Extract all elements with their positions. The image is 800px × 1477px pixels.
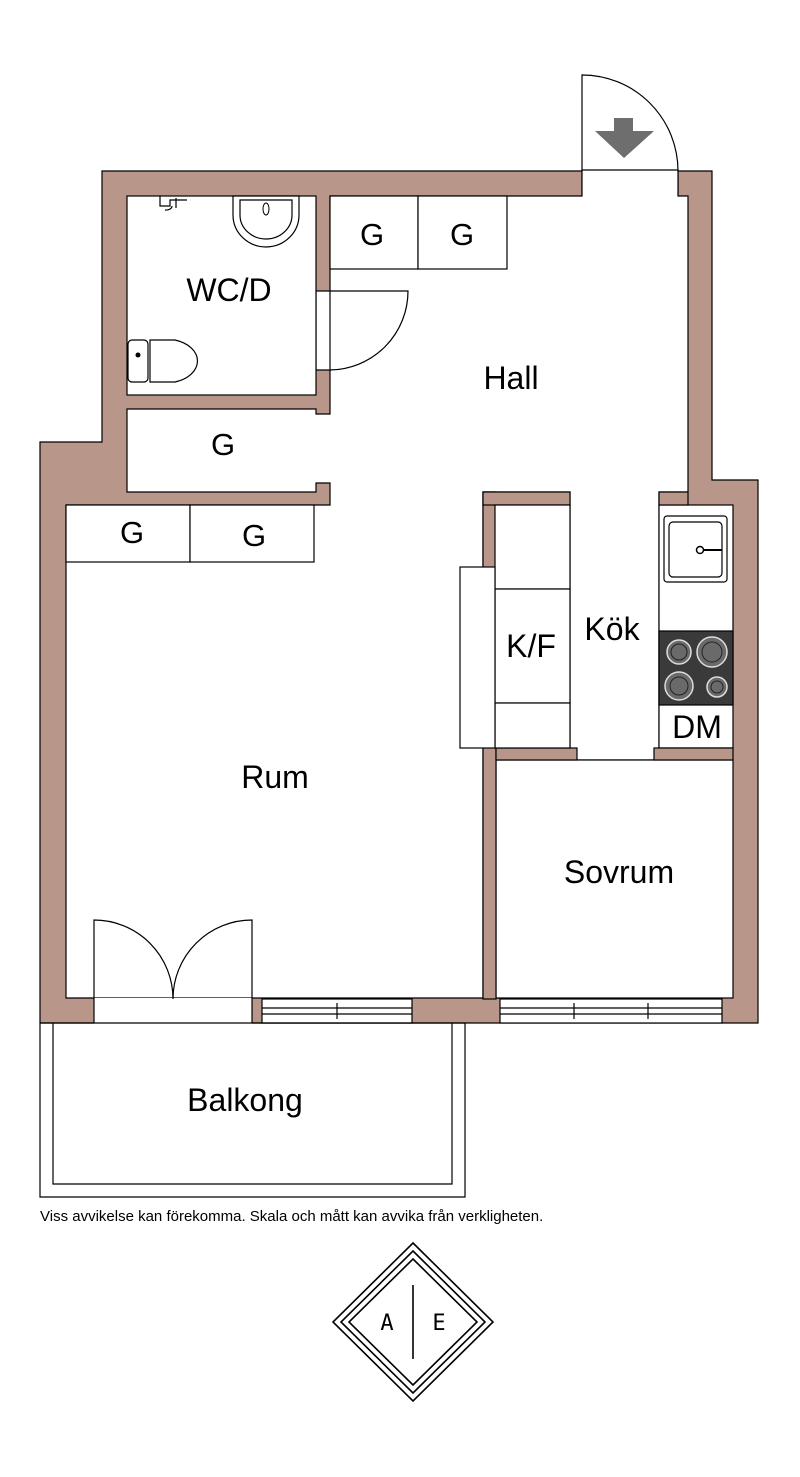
room-label-kok: Kök bbox=[584, 611, 640, 647]
shower-icon bbox=[159, 196, 187, 211]
partition-wall-top bbox=[482, 491, 571, 506]
wc-door bbox=[329, 290, 409, 371]
closet bbox=[65, 504, 191, 563]
sovrum-top-wall-left bbox=[495, 747, 578, 761]
sovrum-top-wall-right bbox=[653, 747, 734, 761]
room-label-kf: K/F bbox=[506, 628, 556, 664]
kitchen-cabinet bbox=[494, 504, 571, 590]
fridge-freezer bbox=[494, 588, 571, 704]
closet bbox=[189, 504, 315, 563]
balcony bbox=[39, 1023, 466, 1198]
storage-label: G bbox=[211, 427, 235, 462]
logo: A E bbox=[331, 1241, 495, 1403]
storage-label: G bbox=[242, 518, 266, 553]
kitchen-cabinet bbox=[494, 702, 571, 749]
entrance-arrow-icon bbox=[595, 118, 654, 158]
toilet-icon bbox=[149, 339, 199, 383]
room-label-balkong: Balkong bbox=[187, 1082, 303, 1118]
logo-letter-right: E bbox=[432, 1311, 445, 1336]
room-label-rum: Rum bbox=[241, 759, 309, 795]
room-label-dm: DM bbox=[672, 709, 722, 745]
pantry-shelf bbox=[459, 566, 496, 749]
closet bbox=[329, 195, 419, 270]
closet bbox=[417, 195, 508, 270]
room-label-wc: WC/D bbox=[186, 272, 271, 308]
disclaimer-text: Viss avvikelse kan förekomma. Skala och … bbox=[40, 1208, 544, 1225]
window bbox=[261, 998, 413, 1024]
entrance-door bbox=[581, 74, 679, 172]
window bbox=[499, 998, 723, 1024]
storage-label: G bbox=[450, 217, 474, 252]
room-label-hall: Hall bbox=[483, 360, 538, 396]
storage-label: G bbox=[360, 217, 384, 252]
kitchen-left-wall bbox=[658, 491, 689, 506]
storage-label: G bbox=[120, 515, 144, 550]
balcony-door bbox=[93, 919, 253, 1023]
logo-letter-left: A bbox=[380, 1311, 393, 1336]
room-label-sovrum: Sovrum bbox=[564, 854, 674, 890]
